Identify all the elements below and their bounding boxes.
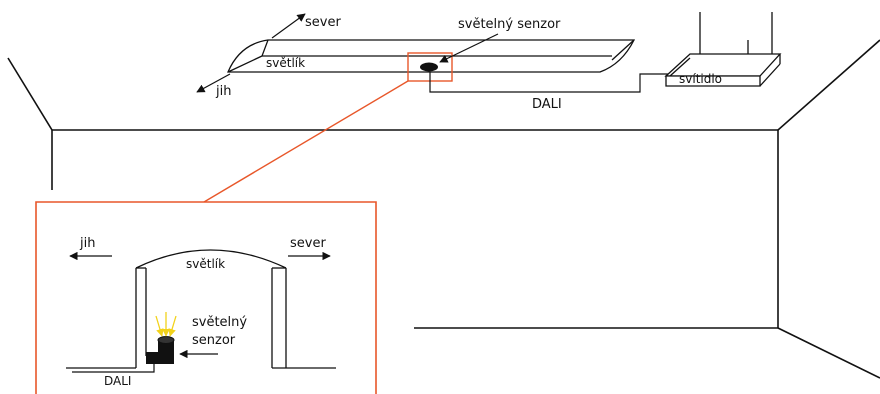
north-label-detail: sever — [290, 236, 326, 251]
light-sensor-detail — [146, 336, 175, 364]
light-sensor-label-top: světelný senzor — [458, 17, 561, 32]
detail-panel — [35, 201, 377, 394]
dali-cable-detail — [72, 364, 155, 373]
dali-label-top: DALI — [532, 97, 562, 112]
north-arrow-top — [271, 13, 306, 39]
sensor-pointer-arrow — [439, 33, 499, 63]
skylight-top — [227, 39, 636, 73]
south-label-detail: jih — [79, 236, 95, 251]
sensor-label-detail-line2: senzor — [192, 333, 236, 348]
luminaire — [664, 12, 782, 87]
skylight-section — [66, 249, 336, 369]
light-rays — [155, 312, 177, 337]
south-arrow-top — [196, 73, 231, 93]
light-sensor-top — [420, 62, 438, 72]
detail-connector-line — [203, 80, 409, 203]
room-outline — [7, 39, 880, 379]
south-label-top: jih — [215, 84, 231, 99]
dali-label-detail: DALI — [104, 374, 131, 388]
skylight-label-top: světlík — [266, 56, 305, 70]
sensor-label-detail-line1: světelný — [192, 315, 247, 330]
dali-cable-top — [429, 72, 668, 93]
north-label-top: sever — [305, 15, 341, 30]
luminaire-label: svítidlo — [679, 72, 722, 86]
skylight-label-detail: světlík — [186, 257, 225, 271]
